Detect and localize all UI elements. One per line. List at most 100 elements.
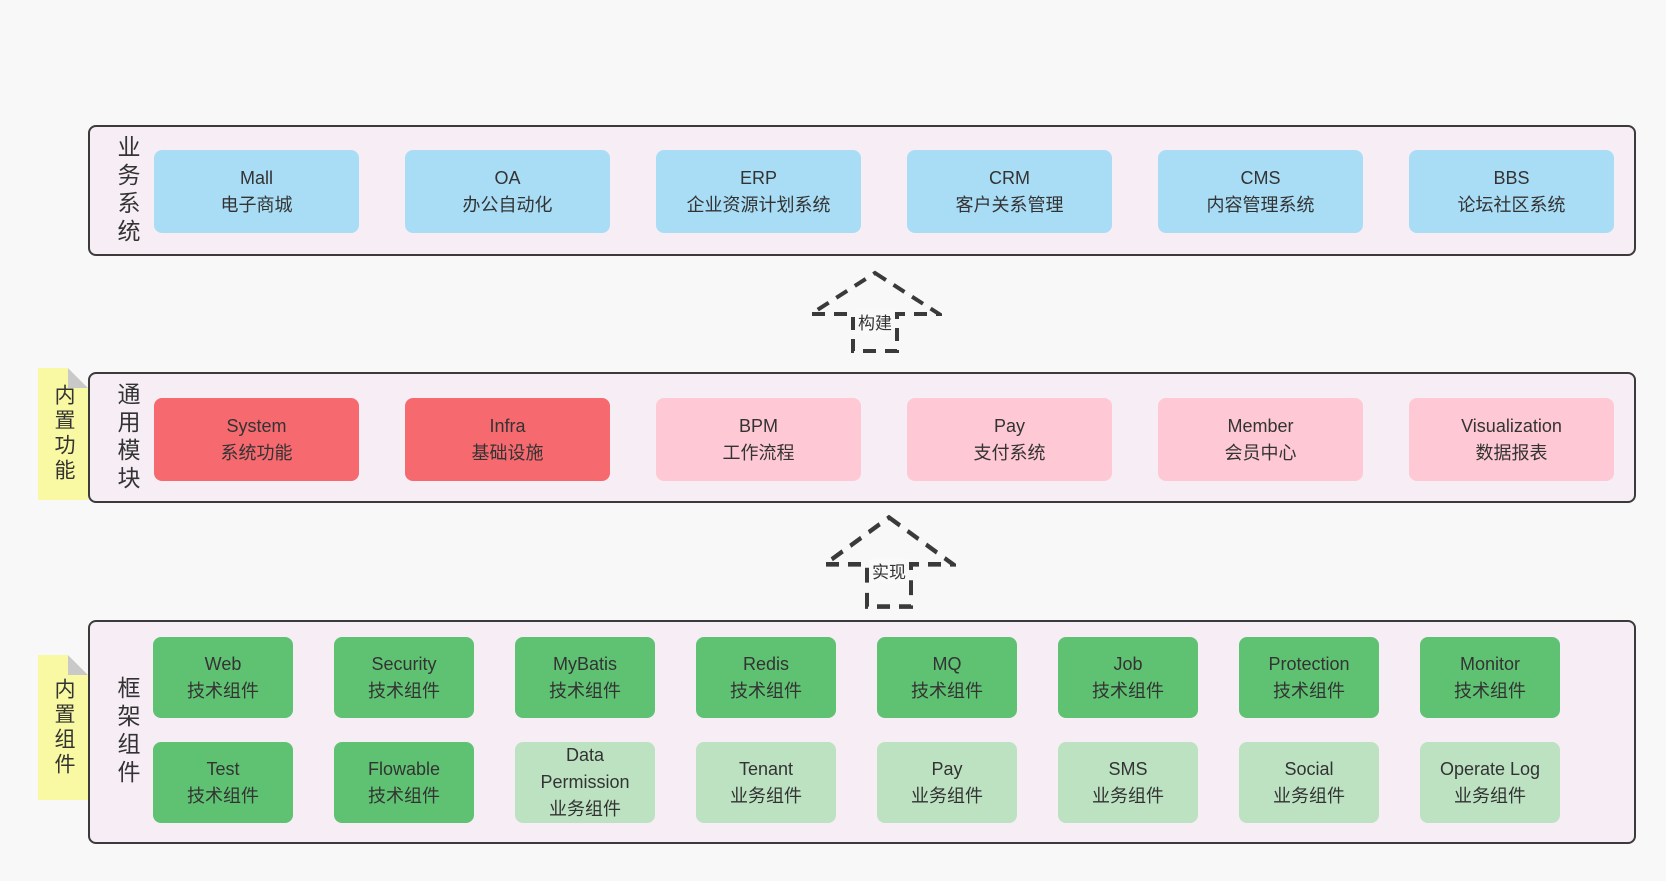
box-desc: 数据报表 xyxy=(1475,442,1548,463)
framework-box-row-2: Test 技术组件 Flowable 技术组件 Data Permission … xyxy=(153,742,1560,823)
sticky-note-label: 内置组件 xyxy=(52,677,75,778)
box-pay-module: Pay 支付系统 xyxy=(907,398,1112,481)
box-name: MQ xyxy=(932,653,962,674)
box-protection: Protection 技术组件 xyxy=(1239,637,1379,718)
box-sms: SMS 业务组件 xyxy=(1058,742,1198,823)
box-desc: 技术组件 xyxy=(187,785,259,806)
box-name: BBS xyxy=(1493,167,1530,188)
box-desc: 系统功能 xyxy=(220,442,293,463)
box-name: BPM xyxy=(738,415,778,436)
box-name: Web xyxy=(204,653,242,674)
box-name: Pay xyxy=(993,415,1026,436)
box-pay-component: Pay 业务组件 xyxy=(877,742,1017,823)
box-name: MyBatis xyxy=(552,653,617,674)
box-name: Flowable xyxy=(367,758,441,779)
box-job: Job 技术组件 xyxy=(1058,637,1198,718)
box-name: Operate Log xyxy=(1439,758,1541,779)
box-desc: 业务组件 xyxy=(549,799,621,819)
box-desc: 业务组件 xyxy=(1454,785,1526,806)
box-name: Test xyxy=(206,758,240,779)
box-bpm: BPM 工作流程 xyxy=(656,398,861,481)
box-desc: 技术组件 xyxy=(730,680,802,701)
box-monitor: Monitor 技术组件 xyxy=(1420,637,1560,718)
arrow-label-implement: 实现 xyxy=(869,558,909,584)
box-redis: Redis 技术组件 xyxy=(696,637,836,718)
box-name: Job xyxy=(1113,653,1143,674)
box-desc: 技术组件 xyxy=(368,785,440,806)
box-name: Tenant xyxy=(738,758,794,779)
box-erp: ERP 企业资源计划系统 xyxy=(656,150,861,233)
box-test: Test 技术组件 xyxy=(153,742,293,823)
box-operate-log: Operate Log 业务组件 xyxy=(1420,742,1560,823)
box-name: Mall xyxy=(239,167,273,188)
business-box-row: Mall 电子商城 OA 办公自动化 ERP 企业资源计划系统 CRM 客户关系… xyxy=(154,150,1614,233)
box-name: CRM xyxy=(989,167,1030,188)
box-tenant: Tenant 业务组件 xyxy=(696,742,836,823)
box-desc: 技术组件 xyxy=(549,680,621,701)
box-cms: CMS 内容管理系统 xyxy=(1158,150,1363,233)
framework-box-row-1: Web 技术组件 Security 技术组件 MyBatis 技术组件 Redi… xyxy=(153,637,1560,718)
box-mall: Mall 电子商城 xyxy=(154,150,359,233)
box-name: Social xyxy=(1284,758,1334,779)
sticky-note-built-in-features: 内置功能 xyxy=(38,368,88,500)
box-name: Pay xyxy=(931,758,963,779)
box-desc: 技术组件 xyxy=(187,680,259,701)
box-infra: Infra 基础设施 xyxy=(405,398,610,481)
box-desc: 业务组件 xyxy=(730,785,802,806)
box-desc: 技术组件 xyxy=(1273,680,1345,701)
box-web: Web 技术组件 xyxy=(153,637,293,718)
box-oa: OA 办公自动化 xyxy=(405,150,610,233)
box-member: Member 会员中心 xyxy=(1158,398,1363,481)
box-name: CMS xyxy=(1240,167,1281,188)
box-desc: 业务组件 xyxy=(1273,785,1345,806)
panel-title-common: 通用模块 xyxy=(114,381,140,494)
box-visualization: Visualization 数据报表 xyxy=(1409,398,1614,481)
box-desc: 业务组件 xyxy=(1092,785,1164,806)
box-name: System xyxy=(226,415,287,436)
box-desc: 企业资源计划系统 xyxy=(686,194,831,215)
box-desc: 工作流程 xyxy=(722,442,795,463)
box-flowable: Flowable 技术组件 xyxy=(334,742,474,823)
panel-business-systems: 业务系统 Mall 电子商城 OA 办公自动化 ERP 企业资源计划系统 CRM… xyxy=(88,125,1636,256)
panel-framework-components: 框架组件 Web 技术组件 Security 技术组件 MyBatis 技术组件… xyxy=(88,620,1636,844)
box-desc: 技术组件 xyxy=(1092,680,1164,701)
panel-common-modules: 通用模块 System 系统功能 Infra 基础设施 BPM 工作流程 Pay… xyxy=(88,372,1636,503)
sticky-note-label: 内置功能 xyxy=(52,384,75,484)
box-desc: 技术组件 xyxy=(911,680,983,701)
box-mq: MQ 技术组件 xyxy=(877,637,1017,718)
box-desc: 内容管理系统 xyxy=(1206,194,1315,215)
sticky-note-built-in-components: 内置组件 xyxy=(38,655,88,800)
dashed-up-arrow-build: 构建 xyxy=(808,270,942,354)
panel-title-framework: 框架组件 xyxy=(114,676,140,788)
box-name: Infra xyxy=(489,415,526,436)
box-desc: 业务组件 xyxy=(911,785,983,806)
box-desc: 支付系统 xyxy=(973,442,1046,463)
box-social: Social 业务组件 xyxy=(1239,742,1379,823)
box-name: OA xyxy=(494,167,521,188)
box-desc: 电子商城 xyxy=(220,194,293,215)
box-desc: 技术组件 xyxy=(368,680,440,701)
box-desc: 论坛社区系统 xyxy=(1457,194,1566,215)
box-name: Protection xyxy=(1268,653,1350,674)
box-name: Member xyxy=(1227,415,1294,436)
box-system: System 系统功能 xyxy=(154,398,359,481)
box-name: Data Permission xyxy=(540,745,630,792)
box-desc: 基础设施 xyxy=(471,442,544,463)
box-data-permission: Data Permission 业务组件 xyxy=(515,742,655,823)
box-name: Security xyxy=(371,653,437,674)
box-desc: 会员中心 xyxy=(1224,442,1297,463)
box-security: Security 技术组件 xyxy=(334,637,474,718)
box-desc: 客户关系管理 xyxy=(955,194,1064,215)
box-mybatis: MyBatis 技术组件 xyxy=(515,637,655,718)
box-name: ERP xyxy=(739,167,777,188)
up-arrow-icon xyxy=(808,270,942,353)
box-name: Monitor xyxy=(1459,653,1521,674)
box-name: Redis xyxy=(742,653,790,674)
arrow-label-build: 构建 xyxy=(855,308,895,334)
box-crm: CRM 客户关系管理 xyxy=(907,150,1112,233)
box-name: SMS xyxy=(1108,758,1148,779)
box-name: Visualization xyxy=(1461,415,1562,436)
common-box-row: System 系统功能 Infra 基础设施 BPM 工作流程 Pay 支付系统… xyxy=(154,398,1614,481)
box-desc: 技术组件 xyxy=(1454,680,1526,701)
box-bbs: BBS 论坛社区系统 xyxy=(1409,150,1614,233)
